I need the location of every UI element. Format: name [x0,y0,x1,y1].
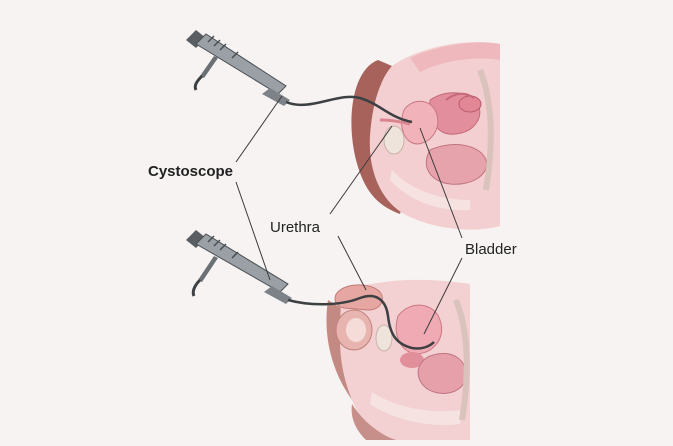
leader-urethra-top [329,125,393,215]
cystoscope-bottom-side-port [198,256,218,282]
male-spine [453,298,470,421]
cystoscope-top-barrel [195,33,287,95]
male-lower-skin [351,404,396,440]
male-pelvic-floor [370,392,460,426]
female-fallopian-tube [445,92,475,101]
label-bladder: Bladder [465,241,517,258]
female-bladder [401,100,439,145]
leader-bladder-top [419,127,463,239]
label-cystoscope: Cystoscope [148,163,233,180]
leader-lines [235,95,463,335]
cystoscope-bottom [186,230,435,350]
male-anatomy-illustration [326,279,470,440]
male-testis [346,318,366,342]
label-urethra: Urethra [270,219,321,236]
cystoscope-top-cable [193,74,204,91]
cystoscope-bottom-eyepiece [186,230,206,248]
male-pubic-bone [375,324,393,352]
male-prostate [400,352,424,368]
female-anatomy-illustration [351,42,500,230]
cystoscope-top-side-port [200,56,218,78]
female-abdominal-wall [410,42,500,72]
cystoscope-top-sheath [285,95,413,124]
female-spine [477,68,494,191]
cystoscope-top [186,30,413,124]
cystoscope-top-taper [262,88,290,106]
female-urethra [379,118,411,126]
leader-bladder-bottom [423,257,463,335]
female-bowel [425,144,487,185]
leader-urethra-bottom [337,235,367,291]
female-ovary [458,95,482,113]
cystoscope-top-ribs [207,35,239,59]
cystoscope-bottom-cable [191,278,202,297]
cystoscope-top-eyepiece [186,30,206,48]
cystoscope-bottom-sheath [287,294,435,350]
cystoscope-bottom-barrel [195,233,289,293]
leader-cystoscope-bottom [235,181,271,281]
female-pelvic-floor [390,170,470,211]
male-bowel [417,353,467,394]
female-pubic-bone [383,125,405,155]
cystoscope-bottom-ribs [207,235,239,259]
cystoscope-bottom-taper [264,286,292,304]
leader-cystoscope-top [235,95,283,163]
